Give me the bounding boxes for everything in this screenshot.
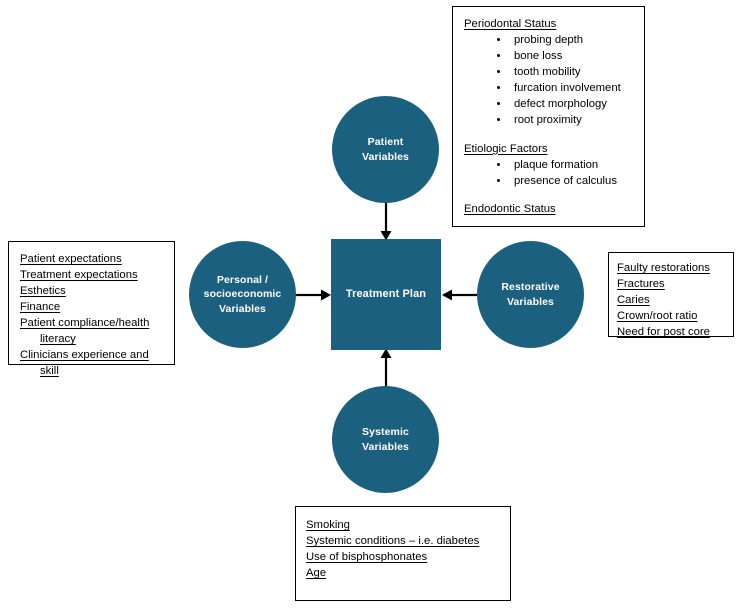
info-line: Clinicians experience and	[20, 349, 149, 362]
list-item: tooth mobility	[510, 65, 634, 81]
node-personal-line-3: Variables	[218, 302, 267, 315]
section-spacer	[464, 129, 634, 141]
info-box-patient-variables: Periodontal Status probing depth bone lo…	[452, 6, 645, 227]
info-box-personal-socioeconomic-variables: Patient expectations Treatment expectati…	[8, 241, 175, 377]
list-item: furcation involvement	[510, 81, 634, 97]
node-restorative-line-2: Variables	[506, 295, 554, 308]
node-systemic-variables[interactable]: Systemic Variables	[332, 386, 439, 493]
node-patient-variables-label: Patient Variables	[362, 135, 409, 163]
node-personal-socioeconomic-variables-label: Personal / socioeconomic Variables	[204, 273, 282, 316]
node-restorative-variables[interactable]: Restorative Variables	[477, 241, 584, 348]
list-item: root proximity	[510, 113, 634, 129]
info-line: Crown/root ratio	[617, 310, 698, 323]
section-heading-endodontic-status: Endodontic Status	[464, 203, 556, 216]
node-systemic-line-2: Variables	[361, 440, 410, 453]
info-line: Need for post core	[617, 326, 710, 339]
info-line: Finance	[20, 301, 61, 314]
node-patient-variables[interactable]: Patient Variables	[332, 96, 439, 203]
list-item: probing depth	[510, 33, 634, 49]
node-treatment-plan[interactable]: Treatment Plan	[331, 239, 441, 350]
arrow-restorative-to-treatment	[442, 289, 478, 301]
info-line: Caries	[617, 294, 650, 307]
list-item: plaque formation	[510, 158, 634, 174]
section-spacer	[464, 189, 634, 201]
node-personal-line-1: Personal /	[216, 274, 269, 287]
list-item: defect morphology	[510, 97, 634, 113]
node-treatment-plan-label: Treatment Plan	[345, 288, 427, 301]
info-line: Smoking	[306, 519, 350, 531]
node-restorative-variables-label: Restorative Variables	[501, 280, 559, 308]
info-line: skill	[40, 365, 59, 378]
arrow-patient-to-treatment	[380, 200, 392, 241]
node-patient-variables-line-1: Patient	[367, 136, 404, 149]
section-heading-periodontal-status: Periodontal Status	[464, 18, 557, 30]
list-etiologic-factors: plaque formation presence of calculus	[464, 158, 634, 190]
node-personal-line-2: socioeconomic	[203, 288, 282, 301]
node-personal-socioeconomic-variables[interactable]: Personal / socioeconomic Variables	[189, 241, 296, 348]
info-line: Faulty restorations	[617, 262, 710, 274]
info-line: Systemic conditions – i.e. diabetes	[306, 535, 480, 548]
node-systemic-variables-label: Systemic Variables	[362, 425, 409, 453]
arrow-personal-to-treatment	[295, 289, 331, 301]
info-line: Use of bisphosphonates	[306, 551, 428, 564]
arrow-systemic-to-treatment	[380, 348, 392, 388]
info-line: Esthetics	[20, 285, 66, 298]
info-line: Patient expectations	[20, 253, 122, 265]
info-line: Patient compliance/health	[20, 317, 150, 330]
section-heading-etiologic-factors: Etiologic Factors	[464, 142, 548, 155]
info-line: Fractures	[617, 278, 665, 291]
info-box-restorative-variables: Faulty restorations Fractures Caries Cro…	[608, 252, 734, 339]
node-restorative-line-1: Restorative	[501, 281, 560, 294]
info-line: Treatment expectations	[20, 269, 138, 282]
info-line: Age	[306, 567, 327, 580]
list-item: bone loss	[510, 49, 634, 65]
node-patient-variables-line-2: Variables	[361, 150, 410, 163]
info-box-systemic-variables: Smoking Systemic conditions – i.e. diabe…	[295, 506, 511, 601]
list-periodontal-status: probing depth bone loss tooth mobility f…	[464, 33, 634, 129]
info-line: literacy	[40, 333, 76, 346]
list-item: presence of calculus	[510, 174, 634, 190]
node-systemic-line-1: Systemic	[362, 426, 409, 439]
